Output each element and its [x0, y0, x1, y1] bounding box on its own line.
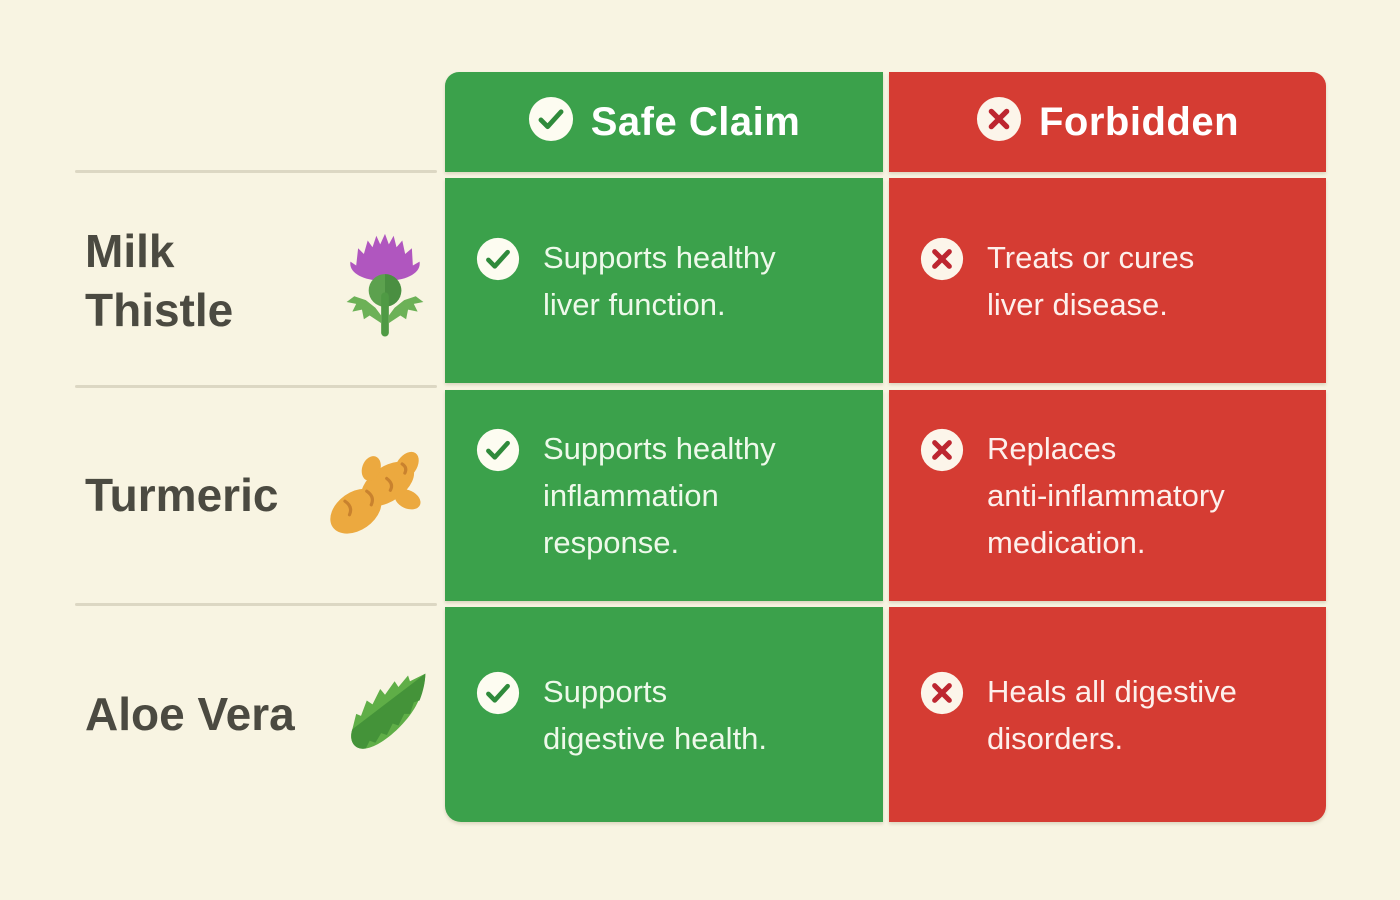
- herb-label-turmeric: Turmeric: [85, 469, 279, 522]
- x-circle-icon: [920, 671, 964, 720]
- safe-claim-header-label: Safe Claim: [590, 99, 801, 144]
- check-circle-icon: [528, 96, 574, 152]
- milk-thistle-icon: [337, 213, 433, 348]
- forbidden-claim-cell-turmeric: Replaces anti-inflammatory medication.: [889, 390, 1326, 601]
- aloe-leaf-icon: [337, 662, 433, 767]
- herb-label-milk-thistle: Milk Thistle: [85, 225, 234, 336]
- safe-claim-text: Supports digestive health.: [543, 673, 768, 756]
- forbidden-claim-text: Heals all digestive disorders.: [987, 673, 1237, 756]
- forbidden-claim-text: Treats or cures liver disease.: [987, 239, 1195, 322]
- row-divider: [75, 170, 437, 173]
- forbidden-claim-cell-milk-thistle: Treats or cures liver disease.: [889, 178, 1326, 383]
- check-circle-icon: [476, 237, 520, 286]
- row-divider: [75, 385, 437, 388]
- safe-claim-cell-aloe-vera: Supports digestive health.: [445, 607, 883, 822]
- x-circle-icon: [976, 96, 1022, 152]
- safe-claim-cell-turmeric: Supports healthy inflammation response.: [445, 390, 883, 601]
- check-circle-icon: [476, 671, 520, 720]
- forbidden-claim-cell-aloe-vera: Heals all digestive disorders.: [889, 607, 1326, 822]
- turmeric-root-icon: [315, 443, 433, 548]
- check-circle-icon: [476, 428, 520, 477]
- safe-claim-cell-milk-thistle: Supports healthy liver function.: [445, 178, 883, 383]
- forbidden-column-header: Forbidden: [889, 72, 1326, 172]
- herb-row-turmeric: Turmeric: [75, 390, 437, 601]
- row-divider: [75, 603, 437, 606]
- forbidden-claim-text: Replaces anti-inflammatory medication.: [987, 431, 1225, 560]
- herb-row-aloe-vera: Aloe Vera: [75, 607, 437, 822]
- safe-claim-text: Supports healthy liver function.: [543, 239, 776, 322]
- safe-claim-column-header: Safe Claim: [445, 72, 883, 172]
- safe-claim-text: Supports healthy inflammation response.: [543, 431, 776, 560]
- herb-row-milk-thistle: Milk Thistle: [75, 178, 437, 383]
- x-circle-icon: [920, 428, 964, 477]
- herb-label-aloe-vera: Aloe Vera: [85, 688, 295, 741]
- x-circle-icon: [920, 237, 964, 286]
- forbidden-header-label: Forbidden: [1038, 99, 1240, 144]
